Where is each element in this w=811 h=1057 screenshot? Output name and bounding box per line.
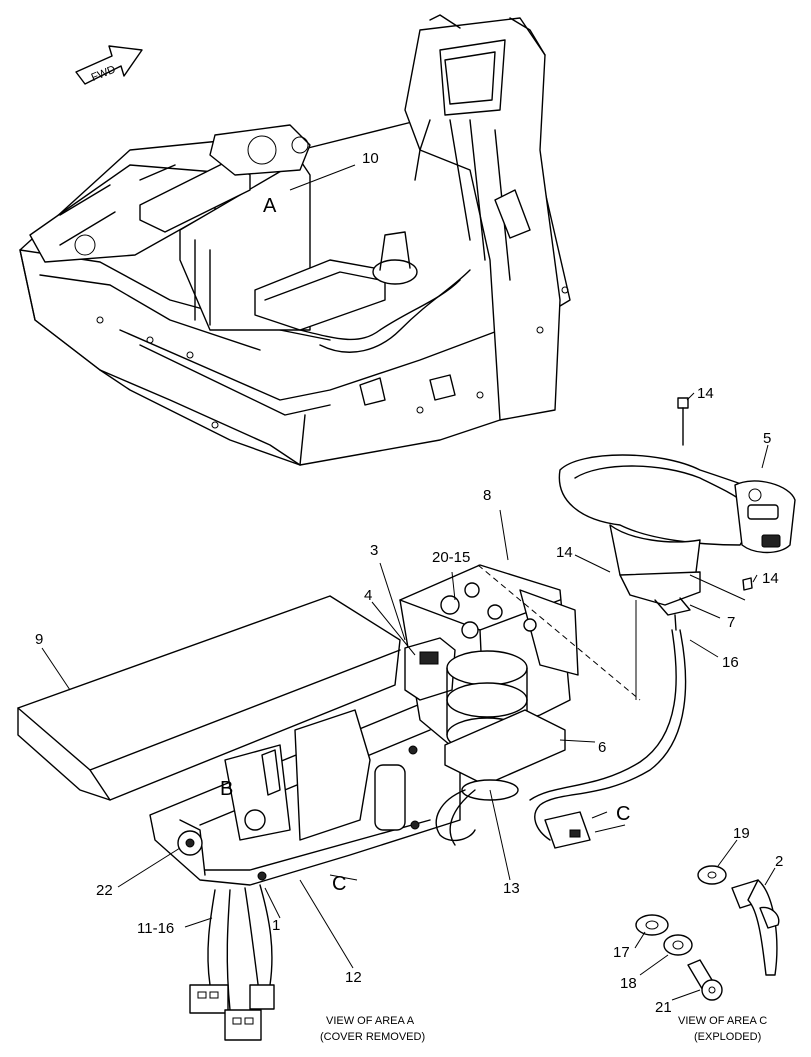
part-label-14b: 14 — [556, 544, 573, 561]
view-c-caption-line2: (EXPLODED) — [694, 1031, 761, 1043]
part-label-10: 10 — [362, 150, 379, 167]
leader-lines — [41, 164, 776, 1001]
part-label-12: 12 — [345, 969, 362, 986]
part-label-22: 22 — [96, 882, 113, 899]
part-label-9: 9 — [35, 631, 43, 648]
part-label-11-16: 11-16 — [137, 920, 174, 937]
part-label-14c: 14 — [762, 570, 779, 587]
fwd-arrow-icon: FWD — [75, 45, 143, 85]
part-label-21: 21 — [655, 999, 672, 1016]
part-label-4: 4 — [364, 587, 372, 604]
part-label-7: 7 — [727, 614, 735, 631]
view-a-caption-line2: (COVER REMOVED) — [320, 1031, 425, 1043]
area-c-label-2: C — [332, 873, 346, 895]
view-c-caption-line1: VIEW OF AREA C — [678, 1015, 767, 1027]
view-a-caption-line1: VIEW OF AREA A — [326, 1015, 415, 1027]
part-label-13: 13 — [503, 880, 520, 897]
machine-frame-drawing — [19, 14, 571, 466]
part-label-19: 19 — [733, 825, 750, 842]
part-label-8: 8 — [483, 487, 491, 504]
part-label-14a: 14 — [697, 385, 714, 402]
area-a-label: A — [263, 195, 277, 217]
part-label-2: 2 — [775, 853, 783, 870]
part-label-18: 18 — [620, 975, 637, 992]
armrest-assembly-drawing — [17, 564, 746, 1041]
area-c-label-1: C — [616, 803, 630, 825]
area-b-label: B — [220, 778, 233, 800]
part-label-17: 17 — [613, 944, 630, 961]
part-label-20-15: 20-15 — [432, 549, 470, 566]
part-label-3: 3 — [370, 542, 378, 559]
part-label-5: 5 — [763, 430, 771, 447]
part-label-6: 6 — [598, 739, 606, 756]
exploded-view-c-drawing — [635, 397, 780, 1001]
part-label-16: 16 — [722, 654, 739, 671]
joystick-grip-drawing — [558, 454, 796, 631]
part-label-1: 1 — [272, 917, 280, 934]
